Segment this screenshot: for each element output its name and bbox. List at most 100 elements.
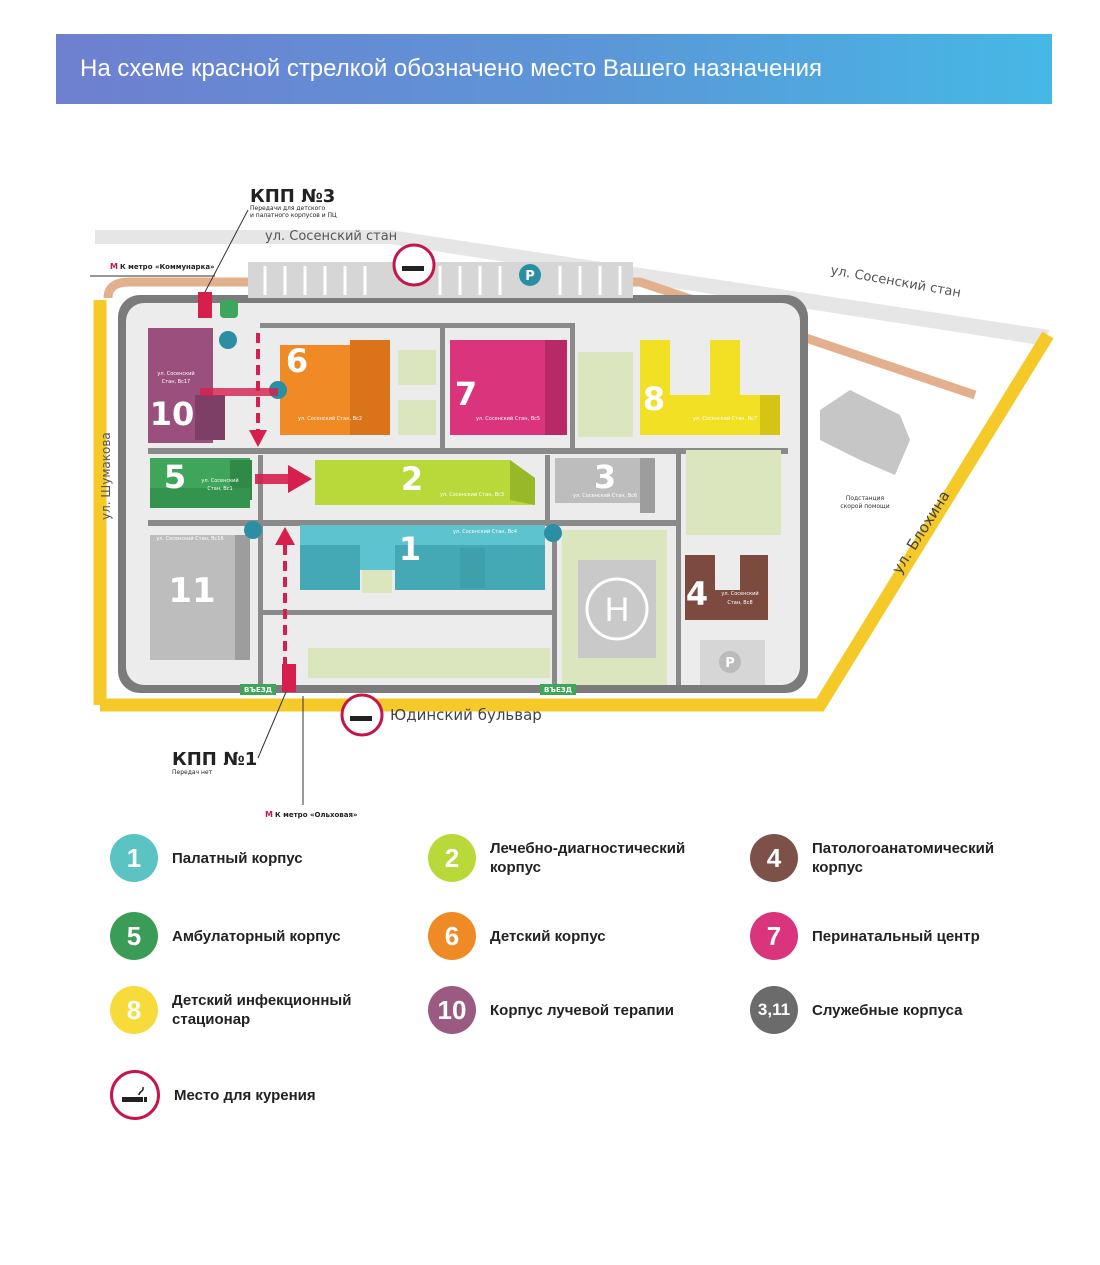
building-address: ул. Сосенский Стан, Вс4 (453, 528, 517, 535)
svg-text:H: H (605, 591, 630, 629)
legend-badge: 7 (750, 912, 798, 960)
building-2[interactable]: 2 ул. Сосенский Стан, Вс3 (315, 460, 535, 505)
building-3[interactable]: 3 ул. Сосенский Стан, Вс6 (555, 458, 655, 513)
building-address: ул. Сосенский Стан, Вс2 (298, 415, 362, 422)
building-5[interactable]: 5 ул. Сосенский Стан, Вс1 (150, 458, 252, 508)
building-address: ул. Сосенский (721, 590, 758, 597)
building-number: 1 (399, 530, 421, 568)
legend-item-smoking: Место для курения (110, 1070, 316, 1120)
legend-badge: 3,11 (750, 986, 798, 1034)
legend-label: Лечебно-диагностический корпус (490, 840, 686, 876)
svg-text:ВЪЕЗД: ВЪЕЗД (544, 686, 572, 694)
kpp1-marker (282, 664, 296, 692)
legend-item-4: 4 Патологоанатомический корпус (750, 834, 1050, 882)
building-number: 10 (150, 395, 195, 433)
helipad-icon: H (578, 560, 656, 658)
ambulance-label-1: Подстанция (846, 495, 885, 502)
kpp3-title: КПП №3 (250, 186, 335, 207)
legend-item-1: 1 Палатный корпус (110, 834, 303, 882)
parking-icon (719, 651, 741, 673)
exit-tag-1 (240, 684, 276, 695)
legend-label: Детский корпус (490, 927, 606, 945)
building-number: 5 (164, 458, 186, 496)
metro-icon: M (265, 810, 273, 819)
street-sosensky: ул. Сосенский стан (265, 229, 397, 244)
street-shumakova: ул. Шумакова (99, 432, 113, 520)
legend-label: Служебные корпуса (812, 1001, 963, 1019)
legend-label: Амбулаторный корпус (172, 927, 341, 945)
legend-item-5: 5 Амбулаторный корпус (110, 912, 341, 960)
building-number: 6 (286, 342, 308, 380)
building-10[interactable]: 10 ул. Сосенский Стан, Вс17 (148, 328, 225, 443)
exit-icon (220, 300, 238, 318)
legend-badge: 5 (110, 912, 158, 960)
legend-badge: 4 (750, 834, 798, 882)
legend-label: Место для курения (174, 1086, 316, 1104)
svg-text:ВЪЕЗД: ВЪЕЗД (244, 686, 272, 694)
parking-icon (519, 264, 541, 286)
svg-text:P: P (725, 656, 735, 671)
street-yudinsky: Юдинский бульвар (390, 706, 542, 724)
building-number: 4 (686, 575, 708, 613)
ambulance-label-2: скорой помощи (840, 503, 889, 510)
legend-item-10: 10 Корпус лучевой терапии (428, 986, 674, 1034)
page-title-banner: На схеме красной стрелкой обозначено мес… (56, 34, 1052, 104)
street-blokhina: ул. Блохина (888, 487, 953, 577)
building-number: 11 (168, 571, 215, 611)
building-11[interactable]: 11 ул. Сосенский Стан, Вс16 (150, 535, 250, 660)
kpp3-note-1: Передачи для детского (250, 205, 325, 212)
building-address: ул. Сосенский Стан, Вс7 (693, 415, 757, 422)
kpp3-note-2: и палатного корпусов и ПЦ (250, 212, 337, 219)
legend-badge: 1 (110, 834, 158, 882)
legend-badge: 2 (428, 834, 476, 882)
exit-tag-2 (540, 684, 576, 695)
smoking-icon (110, 1070, 160, 1120)
building-address-2: Стан, Вс17 (162, 379, 190, 385)
legend-item-8: 8 Детский инфекционный стационар (110, 986, 410, 1034)
legend-item-6: 6 Детский корпус (428, 912, 606, 960)
building-address: ул. Сосенский Стан, Вс3 (440, 491, 504, 498)
building-number: 8 (643, 380, 665, 418)
legend-label: Патологоанатомический корпус (812, 840, 995, 876)
building-address: ул. Сосенский Стан, Вс6 (573, 492, 637, 499)
building-8[interactable]: 8 ул. Сосенский Стан, Вс7 (640, 340, 780, 435)
svg-text:P: P (525, 269, 535, 284)
ambulance-substation: Подстанция скорой помощи (820, 390, 910, 510)
page-title: На схеме красной стрелкой обозначено мес… (80, 55, 822, 82)
kpp3-marker (198, 292, 212, 318)
building-7[interactable]: 7 ул. Сосенский Стан, Вс5 (450, 340, 567, 435)
metro-icon: M (110, 262, 118, 271)
building-4[interactable]: 4 ул. Сосенский Стан, Вс8 (685, 555, 768, 620)
building-1[interactable]: 1 ул. Сосенский Стан, Вс4 (300, 525, 545, 590)
legend-label: Детский инфекционный стационар (172, 992, 352, 1028)
legend-item-2: 2 Лечебно-диагностический корпус (428, 834, 728, 882)
legend-label: Перинатальный центр (812, 927, 980, 945)
building-address: ул. Сосенский (201, 477, 238, 484)
building-address: ул. Сосенский Стан, Вс16 (156, 535, 223, 542)
building-number: 2 (401, 460, 423, 498)
building-address: ул. Сосенский Стан, Вс5 (476, 415, 540, 422)
street-sosensky-diag: ул. Сосенский стан (829, 263, 962, 301)
building-address: ул. Сосенский (157, 370, 194, 377)
legend-label: Палатный корпус (172, 849, 303, 867)
legend-item-7: 7 Перинатальный центр (750, 912, 980, 960)
metro-kommunarka: К метро «Коммунарка» (120, 263, 215, 271)
building-address-2: Стан, Вс8 (727, 600, 752, 606)
metro-olkhovaya: К метро «Ольховая» (275, 811, 357, 819)
building-6[interactable]: 6 ул. Сосенский Стан, Вс2 (280, 335, 390, 435)
campus-map: H 11 ул. Сосенский Стан, Вс16 1 ул. Сосе… (90, 186, 1054, 819)
legend: 1 Палатный корпус 2 Лечебно-диагностичес… (0, 820, 1100, 1120)
legend-item-3-11: 3,11 Служебные корпуса (750, 986, 962, 1034)
smoking-icon (340, 243, 436, 737)
legend-label: Корпус лучевой терапии (490, 1001, 675, 1019)
destination-arrow (200, 333, 312, 670)
building-number: 7 (455, 375, 477, 413)
legend-badge: 6 (428, 912, 476, 960)
kpp1-note: Передач нет (172, 769, 213, 776)
kpp1-title: КПП №1 (172, 749, 257, 770)
streets (93, 230, 1054, 712)
legend-badge: 10 (428, 986, 476, 1034)
building-number: 3 (594, 458, 616, 496)
building-address-2: Стан, Вс1 (207, 486, 232, 492)
legend-badge: 8 (110, 986, 158, 1034)
